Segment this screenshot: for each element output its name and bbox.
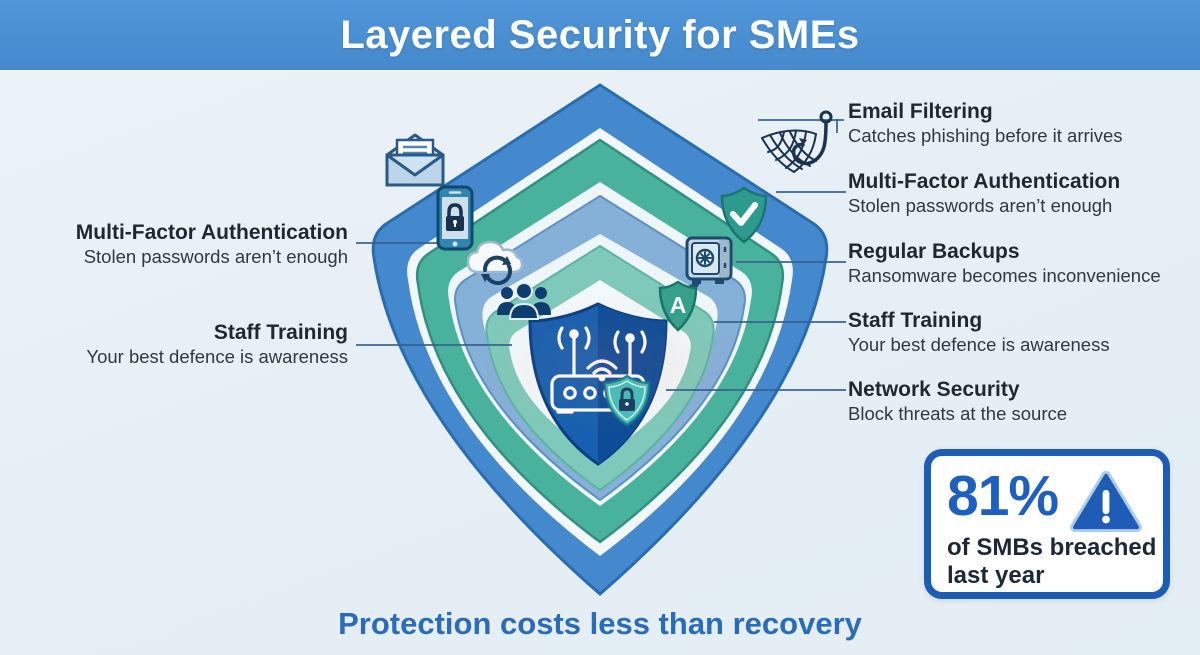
label-heading: Staff Training (213, 321, 348, 344)
label-heading: Staff Training (848, 309, 983, 332)
connector-regular-backups (736, 261, 846, 263)
tagline: Protection costs less than recovery (338, 606, 862, 641)
label-subtitle: Stolen passwords aren’t enough (848, 195, 1113, 216)
stat-row: 81% (931, 456, 1163, 534)
label-right-staff-training: Staff Training Your best defence is awar… (848, 308, 1200, 357)
connector-right-staff-training (714, 321, 846, 323)
label-left-staff-training: Staff Training Your best defence is awar… (8, 320, 348, 369)
stat-line1: of SMBs breached (947, 534, 1157, 561)
page-title: Layered Security for SMEs (340, 12, 860, 57)
connector-email-filtering-drop (836, 119, 838, 133)
label-heading: Email Filtering (848, 100, 993, 123)
label-email-filtering: Email Filtering Catches phishing before … (848, 99, 1200, 148)
label-network-security: Network Security Block threats at the so… (848, 377, 1200, 426)
cloud-sync-icon (466, 240, 524, 286)
team-icon (497, 282, 551, 320)
label-subtitle: Stolen passwords aren’t enough (83, 246, 348, 267)
shield-a-icon: A (658, 280, 701, 332)
stat-line2: last year (947, 562, 1045, 589)
safe-icon (685, 236, 733, 284)
stat-box: 81% of SMBs breached last year (924, 449, 1170, 599)
connector-left-staff-training (356, 344, 512, 346)
connector-email-filtering (758, 119, 844, 121)
connector-left-mfa (356, 242, 468, 244)
label-subtitle: Block threats at the source (848, 403, 1068, 424)
phishing-hook-net-icon (761, 110, 833, 173)
label-right-mfa: Multi-Factor Authentication Stolen passw… (848, 169, 1200, 218)
svg-text:A: A (670, 292, 687, 318)
label-heading: Network Security (848, 378, 1020, 401)
connector-right-mfa (776, 191, 846, 193)
connector-network-security (666, 389, 846, 391)
label-subtitle: Your best defence is awareness (848, 334, 1110, 355)
label-heading: Multi-Factor Authentication (75, 221, 348, 244)
label-subtitle: Ransomware becomes inconvenience (848, 265, 1161, 286)
label-subtitle: Catches phishing before it arrives (848, 125, 1123, 146)
shield-check-icon (720, 186, 768, 244)
title-banner: Layered Security for SMEs (0, 0, 1200, 70)
envelope-icon (385, 133, 445, 187)
label-heading: Regular Backups (848, 240, 1020, 263)
label-subtitle: Your best defence is awareness (86, 346, 348, 367)
label-heading: Multi-Factor Authentication (848, 170, 1121, 193)
label-regular-backups: Regular Backups Ransomware becomes incon… (848, 239, 1200, 288)
stat-value: 81% (947, 464, 1059, 528)
label-left-mfa: Multi-Factor Authentication Stolen passw… (8, 220, 348, 269)
warning-triangle-icon (1070, 470, 1142, 533)
lock-shield-icon (603, 374, 651, 427)
phone-lock-icon (436, 185, 474, 251)
